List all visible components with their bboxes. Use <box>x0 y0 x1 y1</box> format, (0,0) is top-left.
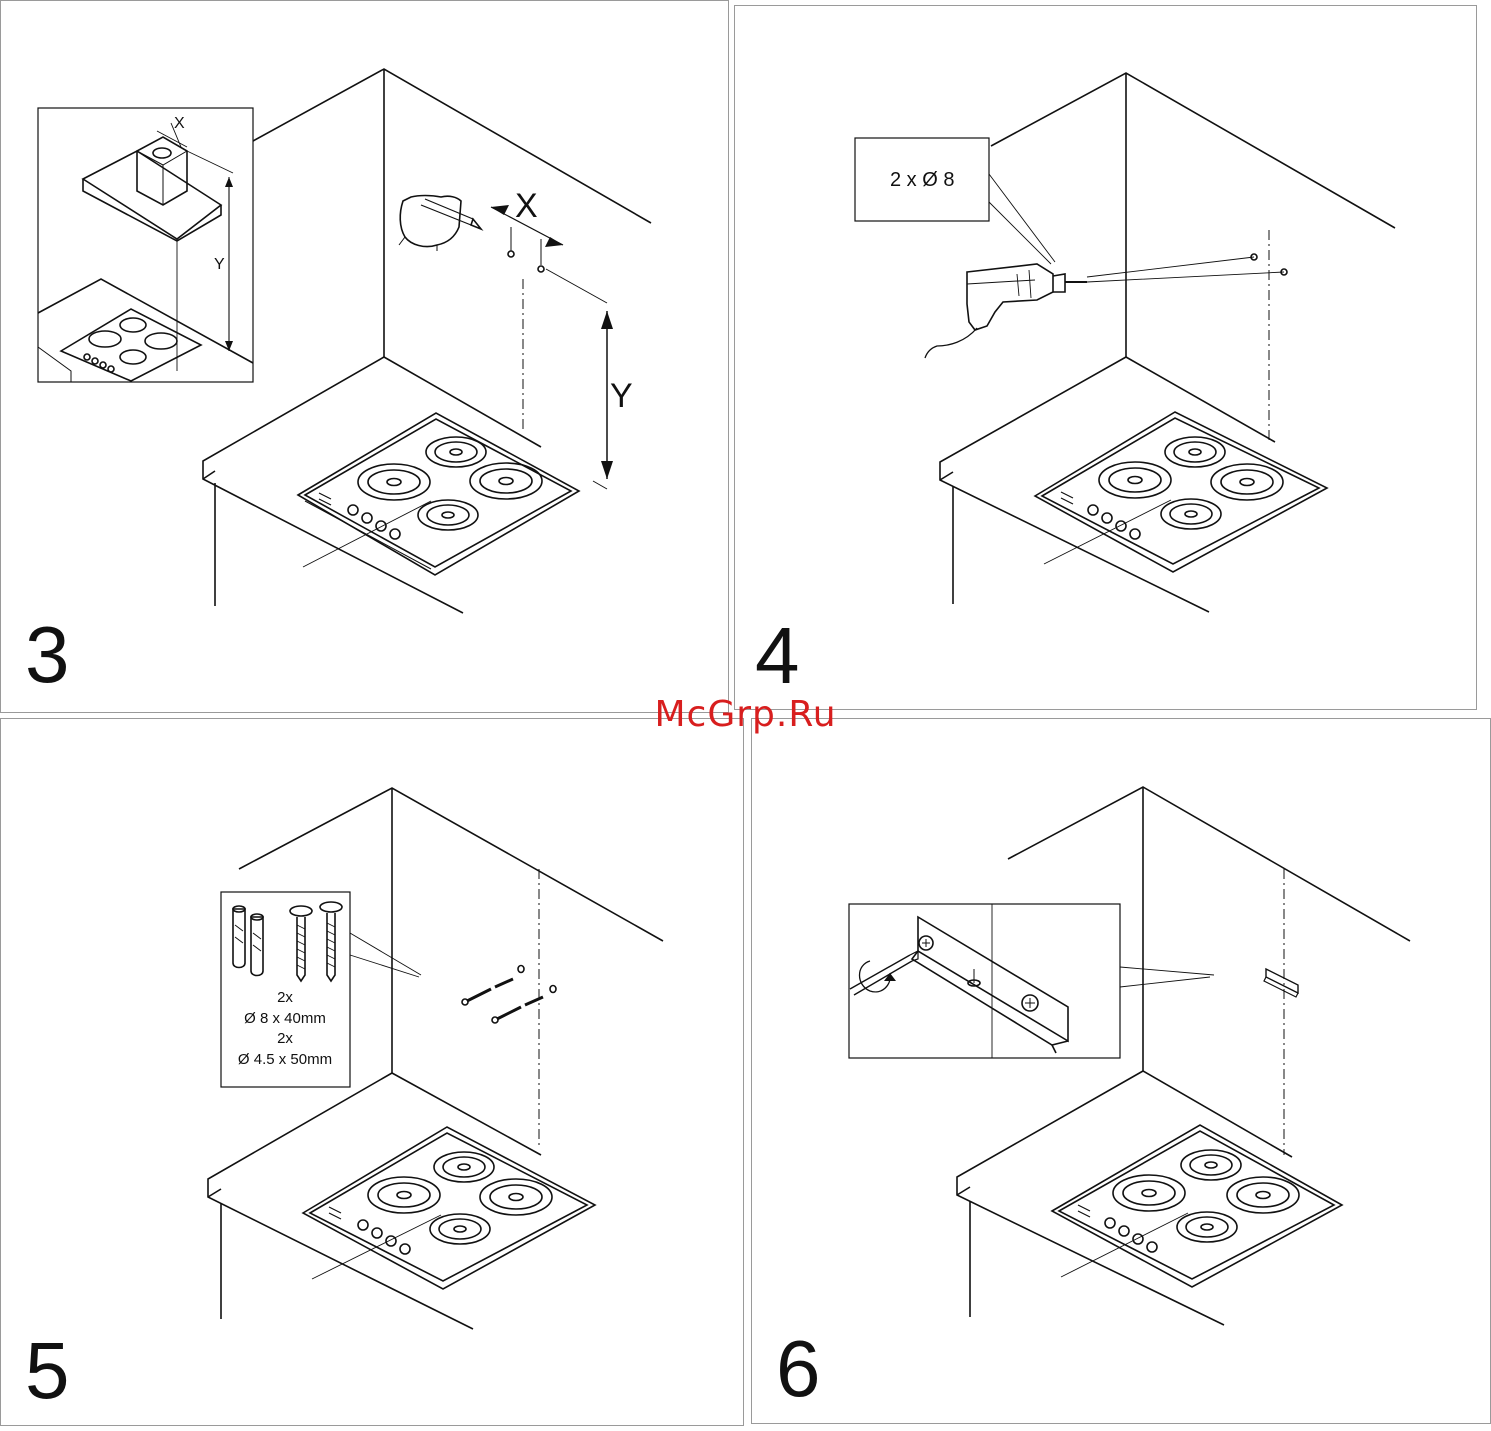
part-size-1: Ø 8 x 40mm <box>244 1010 326 1027</box>
step-number: 3 <box>25 615 70 695</box>
part-qty-2: 2x <box>277 1030 293 1047</box>
kitchen-marking-illustration: X Y X Y <box>1 1 730 714</box>
inset-y-label: Y <box>214 256 225 273</box>
panel-step-5: 2x Ø 8 x 40mm 2x Ø 4.5 x 50mm 5 <box>0 718 744 1426</box>
part-size-2: Ø 4.5 x 50mm <box>238 1051 332 1068</box>
step-number: 5 <box>25 1331 70 1411</box>
part-qty-1: 2x <box>277 989 293 1006</box>
panel-step-4: 2 x Ø 8 4 <box>734 5 1477 710</box>
step-number: 4 <box>755 616 800 696</box>
watermark-text: McGrp.Ru <box>0 694 1491 735</box>
step-number: 6 <box>776 1329 821 1409</box>
panel-step-3: X Y X Y 3 <box>0 0 729 713</box>
kitchen-plugs-screws-illustration: 2x Ø 8 x 40mm 2x Ø 4.5 x 50mm <box>1 719 745 1427</box>
dimension-x-label: X <box>515 187 538 225</box>
drill-size-label: 2 x Ø 8 <box>890 169 954 191</box>
panel-step-6: 6 <box>751 718 1491 1424</box>
inset-x-label: X <box>174 115 185 132</box>
dimension-y-label: Y <box>610 377 633 415</box>
kitchen-drilling-illustration: 2 x Ø 8 <box>735 6 1478 711</box>
kitchen-bracket-illustration <box>752 719 1491 1425</box>
